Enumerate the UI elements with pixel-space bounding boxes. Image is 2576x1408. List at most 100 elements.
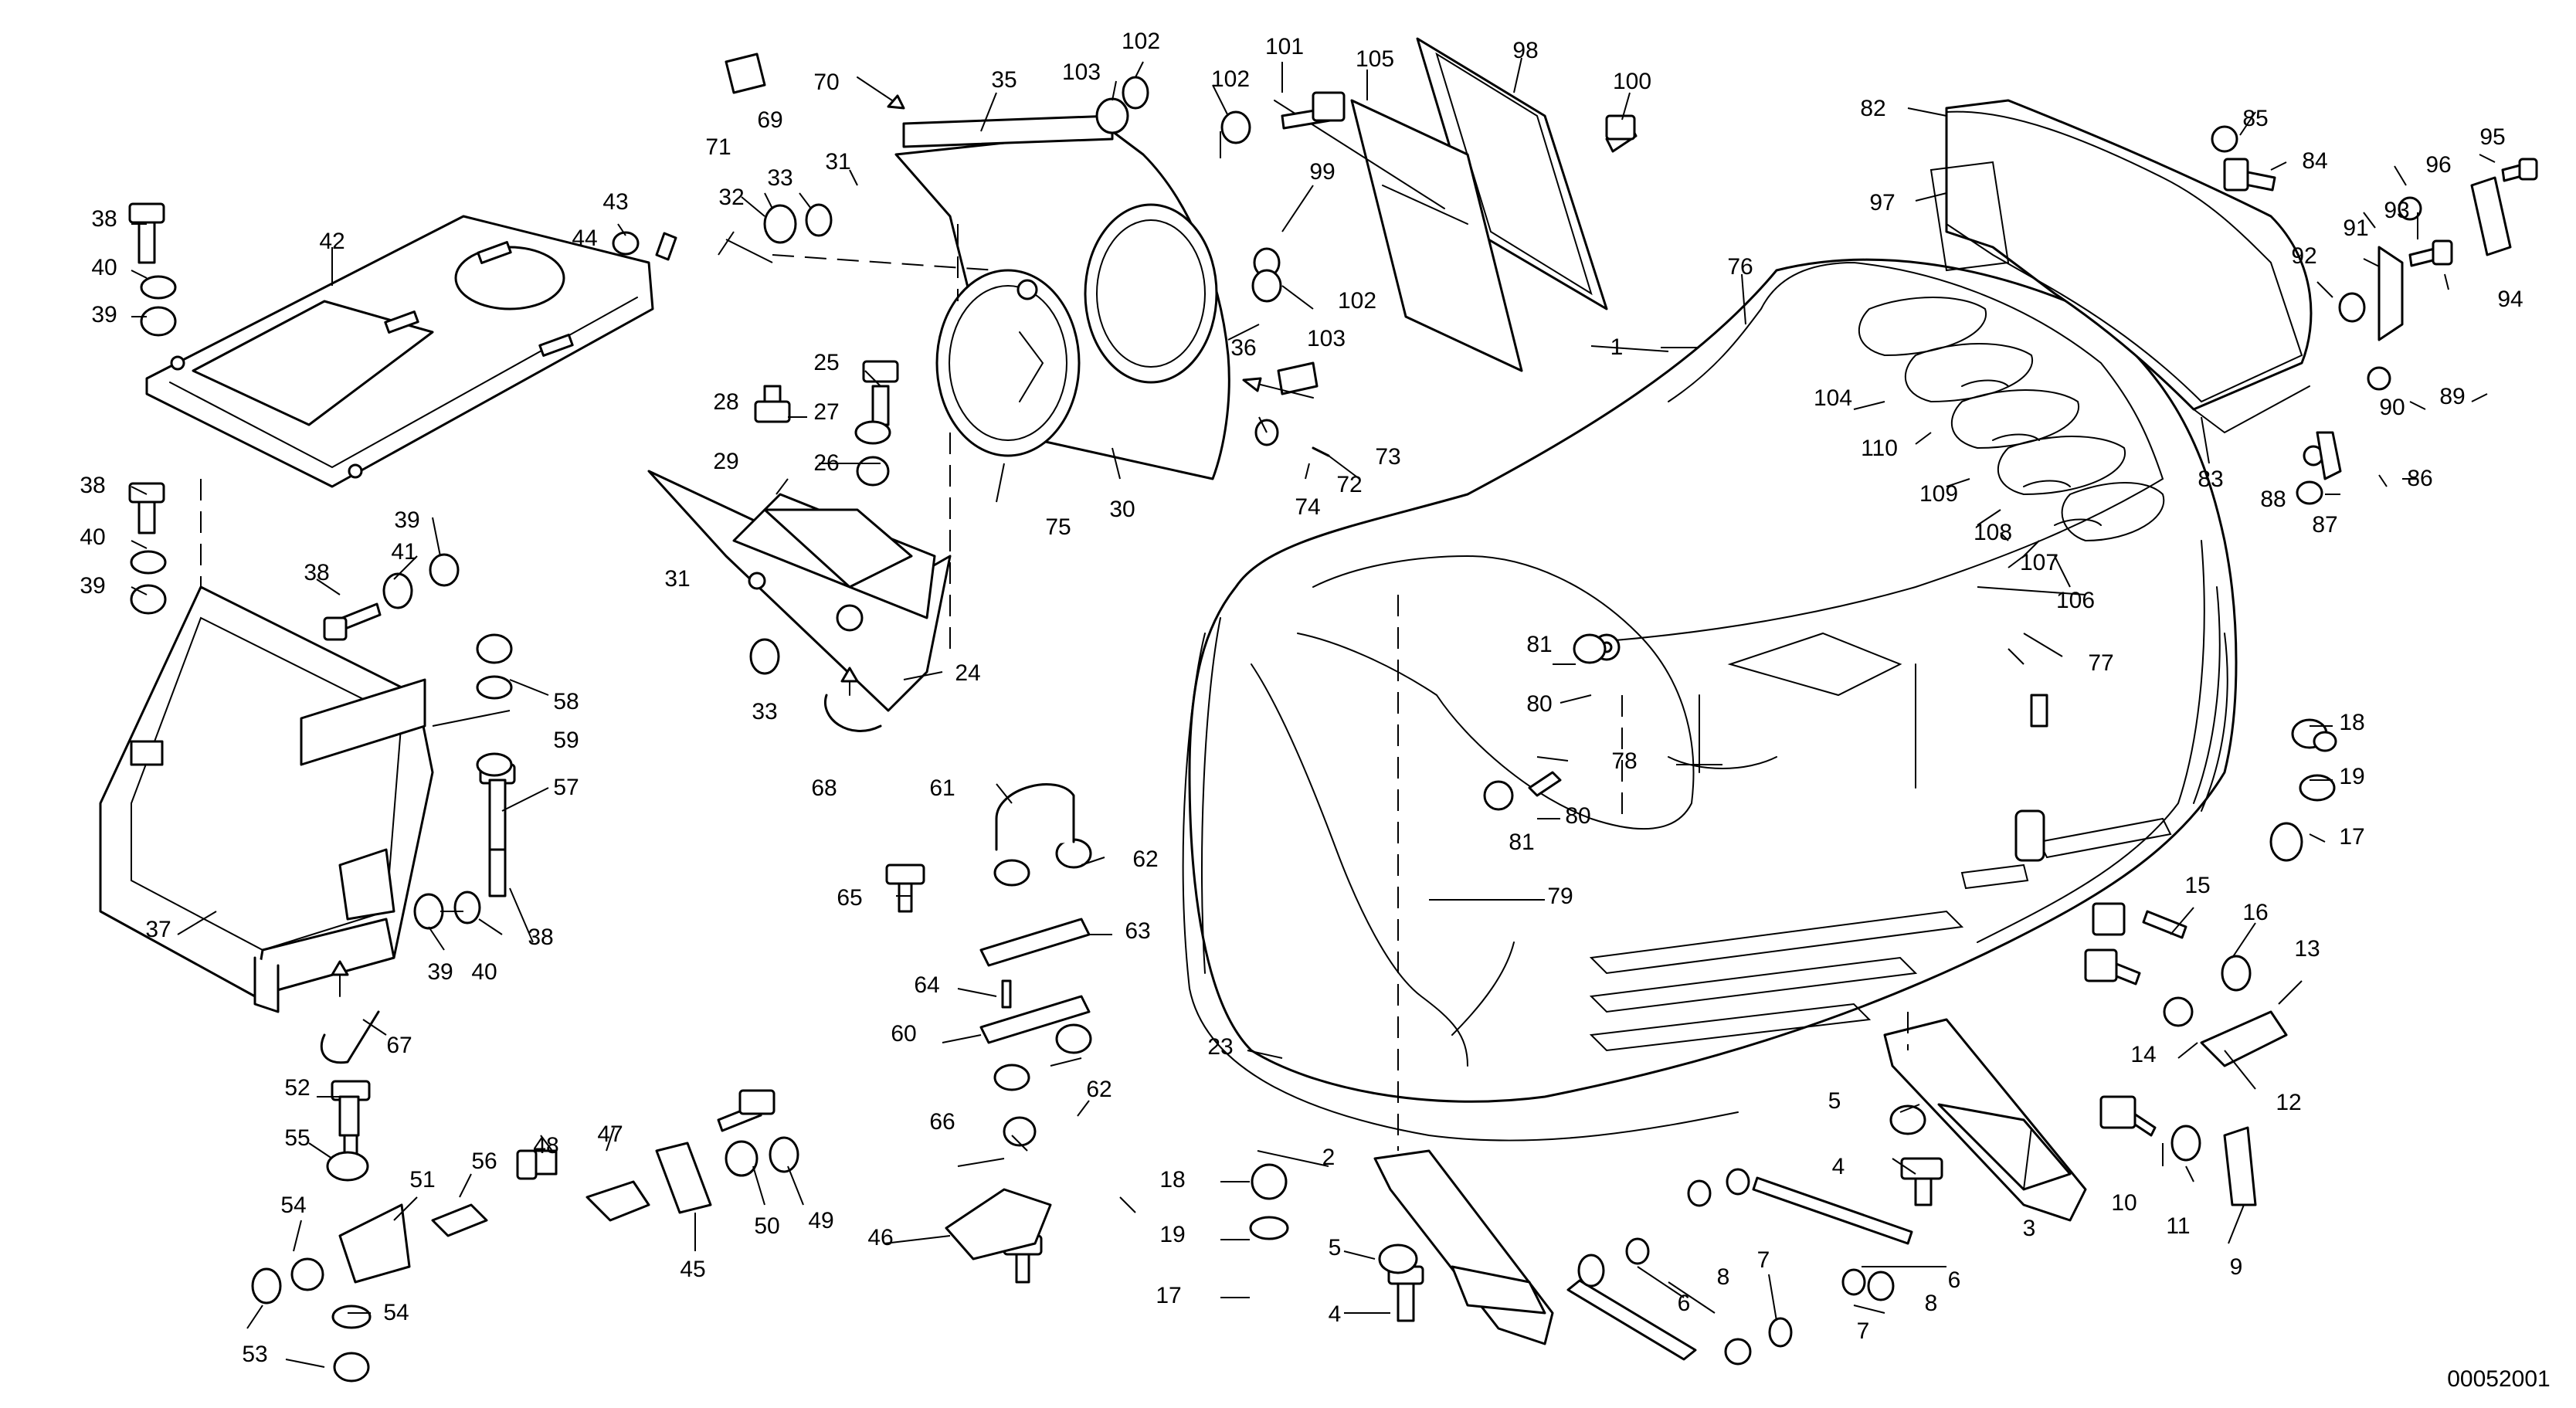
callout-10: 10 — [2111, 1190, 2136, 1216]
callout-58: 58 — [553, 689, 579, 714]
callout-17: 17 — [2339, 824, 2364, 850]
callout-5: 5 — [1828, 1088, 1841, 1114]
callout-67: 67 — [386, 1033, 412, 1058]
callout-55: 55 — [284, 1125, 310, 1151]
hood-assembly — [1182, 258, 2238, 1142]
callout-93: 93 — [2384, 198, 2409, 223]
callout-94: 94 — [2497, 287, 2523, 312]
callout-42: 42 — [319, 229, 344, 254]
callout-78: 78 — [1611, 748, 1637, 774]
callout-77: 77 — [2088, 650, 2113, 676]
callout-50: 50 — [754, 1213, 779, 1239]
callout-83: 83 — [2198, 467, 2223, 492]
callout-65: 65 — [837, 885, 862, 911]
callout-33: 33 — [767, 165, 792, 191]
callout-103a: 103 — [1062, 59, 1101, 85]
callout-51: 51 — [409, 1167, 435, 1193]
callout-6: 6 — [1948, 1267, 1961, 1293]
callout-84: 84 — [2302, 148, 2327, 174]
callout-104: 104 — [1814, 385, 1852, 411]
callout-16: 16 — [2242, 900, 2268, 925]
callout-26: 26 — [813, 450, 839, 476]
callout-11: 11 — [2166, 1213, 2190, 1239]
callout-4: 4 — [1832, 1154, 1845, 1179]
drawing-number: 00052001 — [2447, 1366, 2550, 1392]
top-grille — [1929, 99, 2313, 434]
callout-69: 69 — [757, 107, 782, 133]
callout-85: 85 — [2242, 106, 2268, 131]
callout-31: 31 — [825, 149, 850, 175]
callout-61: 61 — [929, 775, 955, 801]
callout-41: 41 — [391, 539, 416, 565]
callout-102a: 102 — [1122, 29, 1160, 54]
callout-32: 32 — [718, 185, 744, 210]
bracket-24 — [647, 470, 952, 712]
callout-39c: 39 — [394, 507, 419, 533]
callout-102c: 102 — [1338, 288, 1376, 314]
callout-74: 74 — [1295, 494, 1320, 520]
callout-9: 9 — [2230, 1254, 2243, 1280]
hinge-struts — [1373, 1018, 2087, 1361]
callout-19: 19 — [2339, 764, 2364, 789]
battery-tray — [145, 215, 654, 488]
callout-110: 110 — [1861, 436, 1898, 461]
direction-arrows — [331, 76, 1314, 997]
callout-28: 28 — [713, 389, 738, 415]
callout-24: 24 — [955, 660, 980, 686]
leader-lines — [131, 57, 2496, 1368]
callout-39d: 39 — [427, 959, 453, 985]
callout-95: 95 — [2479, 124, 2505, 150]
callout-40c: 40 — [471, 959, 497, 985]
fasteners — [128, 53, 2538, 1383]
callout-88: 88 — [2260, 487, 2286, 512]
callout-47: 47 — [597, 1121, 623, 1147]
callout-39b: 39 — [80, 573, 105, 599]
callout-7b: 7 — [1857, 1318, 1870, 1344]
callout-81a: 81 — [1526, 632, 1552, 657]
callout-25: 25 — [813, 350, 839, 375]
callout-29: 29 — [713, 449, 738, 474]
callout-57: 57 — [553, 775, 579, 800]
callout-108: 108 — [1974, 520, 2012, 545]
callout-64: 64 — [914, 972, 939, 998]
callout-96: 96 — [2425, 152, 2451, 178]
callout-40a: 40 — [91, 255, 117, 280]
callout-8: 8 — [1717, 1264, 1730, 1290]
callout-14: 14 — [2130, 1042, 2156, 1067]
callout-23: 23 — [1207, 1034, 1233, 1060]
callout-62b: 62 — [1086, 1077, 1112, 1102]
battery-bracket — [99, 585, 434, 1013]
callout-39a: 39 — [91, 302, 117, 327]
callout-66: 66 — [929, 1109, 955, 1135]
callout-38b: 38 — [80, 473, 105, 498]
callout-18: 18 — [2339, 710, 2364, 735]
callout-33b: 33 — [752, 699, 777, 724]
callout-19b: 19 — [1159, 1222, 1185, 1247]
callout-82: 82 — [1860, 96, 1885, 121]
callout-3: 3 — [2023, 1216, 2036, 1241]
callout-38c: 38 — [304, 560, 329, 585]
callout-18b: 18 — [1159, 1167, 1185, 1193]
callout-7: 7 — [1757, 1247, 1770, 1273]
callout-54a: 54 — [280, 1193, 306, 1218]
callout-45: 45 — [680, 1257, 705, 1282]
callout-36: 36 — [1230, 335, 1256, 361]
callout-37: 37 — [145, 917, 171, 942]
callout-6b: 6 — [1678, 1291, 1691, 1316]
callout-105: 105 — [1356, 46, 1394, 72]
callout-53: 53 — [242, 1342, 267, 1367]
callout-92: 92 — [2291, 243, 2316, 269]
callout-72: 72 — [1336, 472, 1362, 497]
callout-38d: 38 — [528, 925, 553, 950]
callout-2: 2 — [1322, 1145, 1336, 1170]
callout-81b: 81 — [1509, 830, 1534, 855]
callout-13: 13 — [2294, 936, 2320, 962]
callout-43: 43 — [602, 189, 628, 215]
callout-30: 30 — [1109, 497, 1135, 522]
callout-68: 68 — [811, 775, 837, 801]
callout-101: 101 — [1265, 34, 1304, 59]
callout-1: 1 — [1610, 334, 1624, 360]
callout-31b: 31 — [664, 566, 690, 592]
callout-80b: 80 — [1565, 803, 1590, 829]
callout-27: 27 — [813, 399, 839, 425]
